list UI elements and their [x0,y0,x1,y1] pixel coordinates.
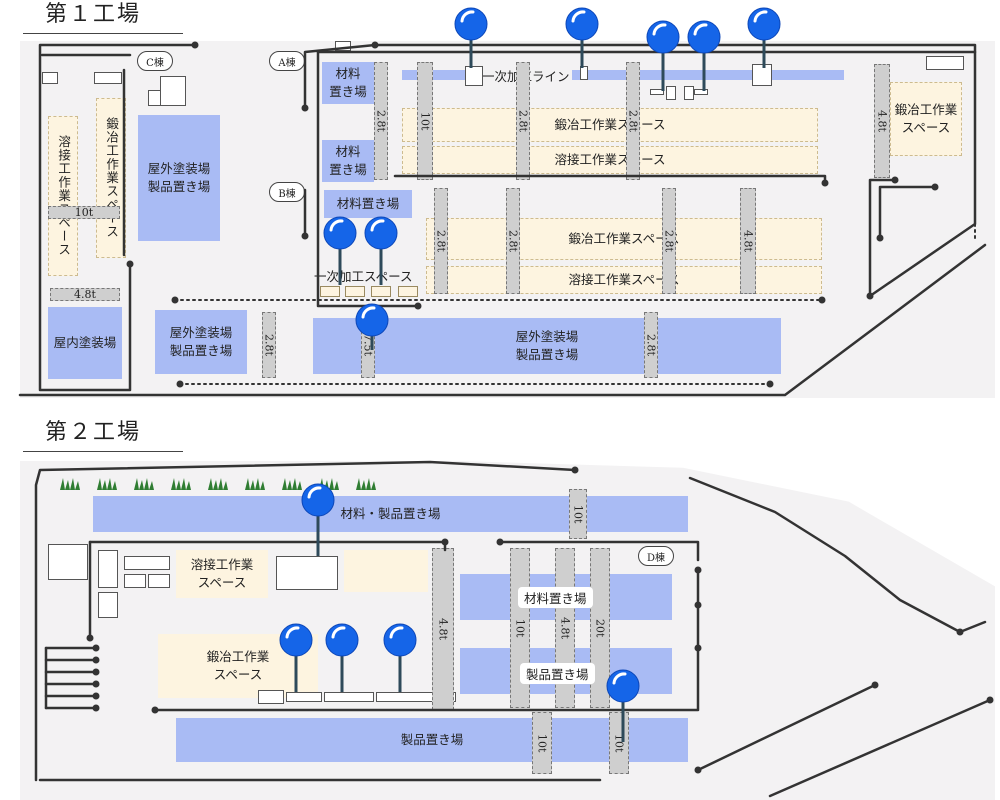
f2-outer-box [48,544,88,580]
ramp-line-2 [768,698,992,798]
crane-top-10t: 10t [569,489,587,539]
product-area-d-label: 製品置き場 [520,663,595,684]
crane-c-10t: 10t [48,206,120,219]
wall-a-outer [303,43,977,298]
wall-f2-inner-bottom [153,568,700,712]
primary-box-3 [371,286,391,297]
primary-line-bar [402,70,844,80]
wall-c-outer [38,43,197,392]
forging-space-b: 鍛冶工作業スペース [426,218,822,260]
forging-space-right: 鍛冶工作業 スペース [890,82,962,156]
crane-d-20t: 20t [590,548,610,708]
line-machine-1 [465,66,483,86]
welding-space-f2: 溶接工作業 スペース [176,550,268,598]
crane-a-28t-left: 2.8t [374,62,388,180]
indoor-paint-area: 屋内塗装場 [48,307,122,379]
crane-bottom-10t-1: 10t [532,712,552,774]
map-pin-icon [278,482,641,742]
crane-low-28t: 2.8t [262,312,276,378]
crane-a-10t: 10t [417,62,433,180]
primary-box-1 [320,286,340,297]
primary-box-4 [398,286,418,297]
f2-bench-2 [286,692,322,702]
right-corner-box [926,56,964,70]
f2-bench-3 [324,692,374,702]
welding-space-c: 溶接工作業スペース [48,116,78,276]
f2-large-box [276,556,338,590]
line-machine-2 [580,66,588,80]
wall-f1-bottom [18,243,987,397]
material-area-b: 材料置き場 [324,190,412,218]
f2-box-side2 [98,592,118,618]
material-area-a2: 材料 置き場 [322,140,374,182]
wall-f2-diagonal [688,476,962,634]
line-machine-7 [752,64,772,86]
crane-c-48t-f2: 4.8t [432,548,454,710]
welding-space-a: 溶接工作業スペース [402,146,818,174]
f2-box-b [148,574,170,588]
line-machine-3 [650,89,664,95]
primary-box-2 [345,286,365,297]
f2-bench-4 [376,692,456,702]
crane-low-28t-right: 2.8t [644,312,658,378]
welding-space-b: 溶接工作業スペース [426,266,822,294]
wall-d-top [498,540,700,562]
material-product-area: 材料・製品置き場 [93,496,688,532]
wall-ab-divider [393,174,827,185]
crane-b-48t: 4.8t [740,188,756,294]
material-area-d-label: 材料置き場 [518,587,593,608]
line-machine-6 [694,89,708,95]
wall-right-inner [878,185,937,240]
wall-f2-left [34,460,577,782]
wall-a-left [316,50,420,308]
crane-b-28t-2: 2.8t [506,188,520,294]
factory2-heading: 第２工場 [23,414,183,452]
line-machine-4 [666,86,676,100]
a-small-box [335,41,351,51]
material-area-a1: 材料 置き場 [322,62,374,104]
forging-space-a: 鍛冶工作業スペース [402,108,818,142]
crane-c-48t: 4.8t [50,288,120,301]
factory1-heading: 第１工場 [23,0,183,34]
crane-b-28t-3: 2.8t [662,188,676,294]
outdoor-paint-c: 屋外塗装場 製品置き場 [138,115,220,241]
f2-box-side [98,550,118,588]
crane-a-28t-right: 2.8t [626,62,640,180]
ramp-line-1 [696,683,877,772]
c-equipment-c [94,72,122,84]
map-pin-icon [322,6,782,350]
line-machine-5 [684,86,694,100]
f2-bench-1 [258,690,284,704]
product-area-bottom: 製品置き場 [176,718,688,762]
small-cream-area [344,550,428,592]
c-equipment-b [160,76,186,106]
crane-a-28t-mid: 2.8t [516,62,530,180]
building-d-badge: D棟 [638,546,674,566]
outdoor-paint-mid: 屋外塗装場 製品置き場 [155,310,247,374]
crane-b-28t-1: 2.8t [434,188,448,294]
crane-right-48t: 4.8t [874,64,890,178]
f2-box-top [124,556,170,570]
outdoor-paint-big: 屋外塗装場 製品置き場 [313,318,781,374]
f2-box-a [124,574,146,588]
building-c-badge: C棟 [137,51,173,71]
c-equipment-d [42,72,58,84]
